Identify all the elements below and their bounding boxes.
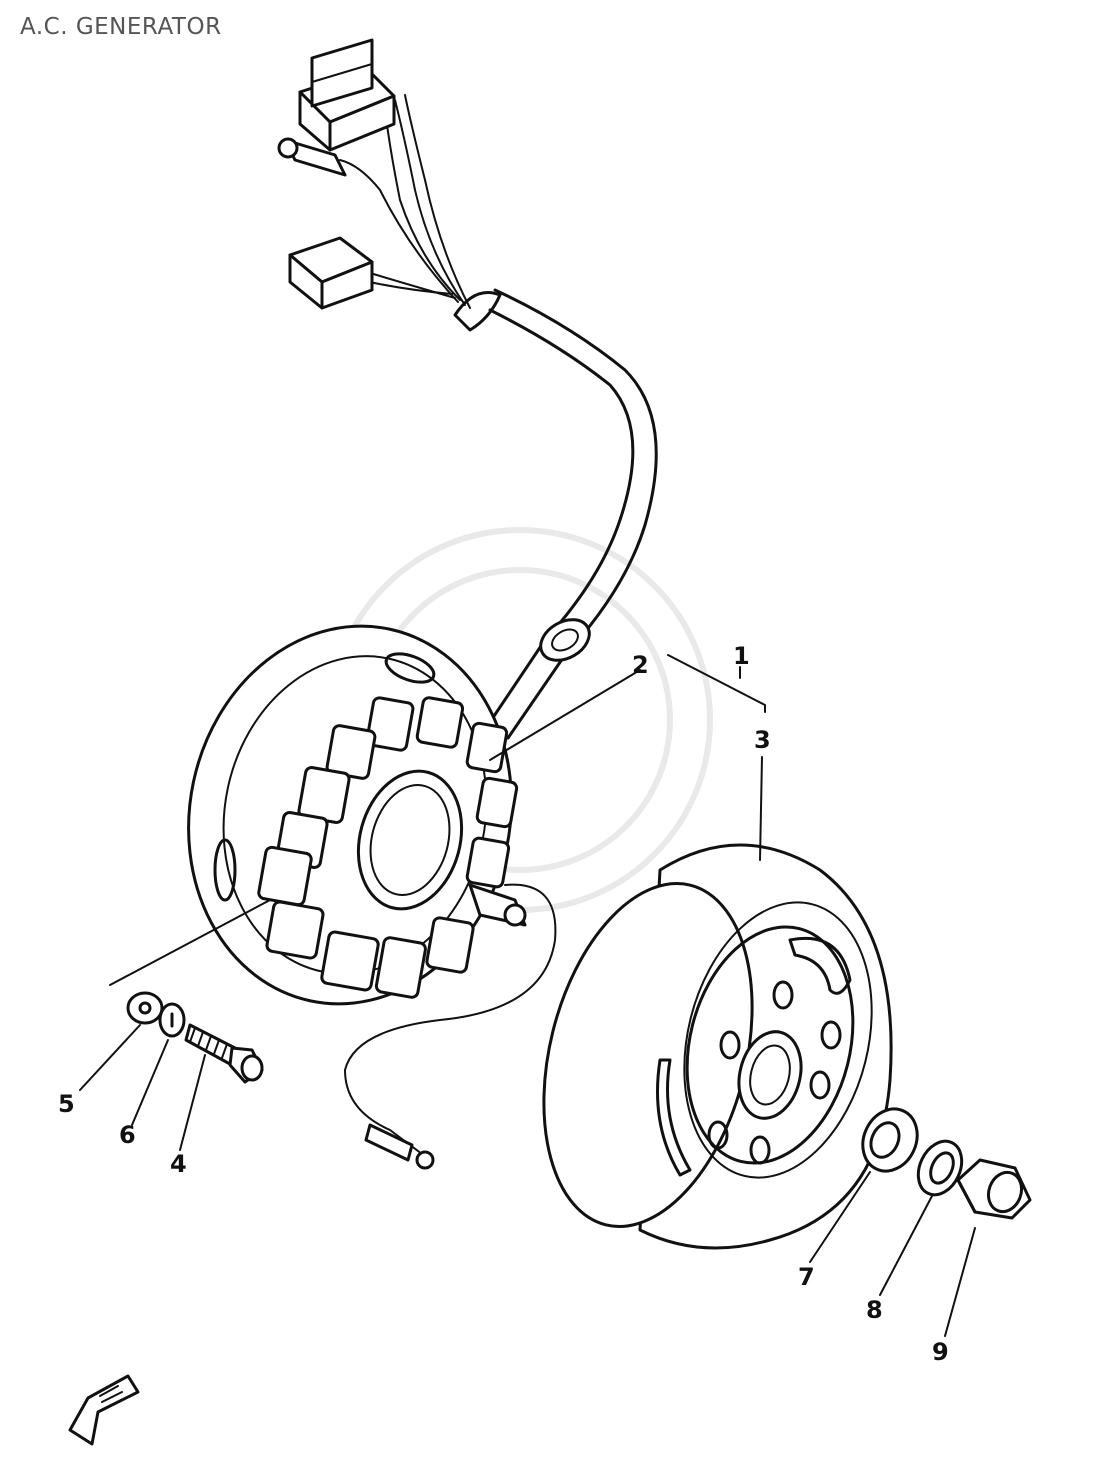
callout-7: 7	[798, 1263, 815, 1291]
front-direction-arrow-icon	[68, 1374, 140, 1446]
washer-7	[861, 1107, 919, 1173]
connector-block-lower	[288, 236, 374, 310]
page-title: A.C. GENERATOR	[20, 14, 222, 40]
callout-3: 3	[754, 726, 771, 754]
stator-coils	[257, 696, 519, 999]
nut-9	[956, 1158, 1032, 1220]
multi-pin-connector-top	[298, 38, 396, 152]
callout-6: 6	[119, 1121, 136, 1149]
stator-assembly	[187, 624, 557, 1170]
washer-5	[126, 991, 164, 1025]
callout-1: 1	[733, 642, 750, 670]
callout-8: 8	[866, 1296, 883, 1324]
callout-labels: 1 2 3 4 5 6 7 8 9	[58, 642, 949, 1366]
callout-2: 2	[632, 651, 649, 679]
screw-4	[184, 1023, 264, 1084]
callout-4: 4	[170, 1150, 187, 1178]
callout-9: 9	[932, 1338, 949, 1366]
lock-washer-8	[916, 1139, 964, 1197]
rotor-flywheel	[542, 843, 893, 1250]
wiring-harness	[339, 94, 658, 740]
callout-5: 5	[58, 1090, 75, 1118]
bullet-connector	[277, 137, 347, 177]
lock-washer-6	[158, 1002, 186, 1038]
leader-lines	[79, 654, 976, 1337]
